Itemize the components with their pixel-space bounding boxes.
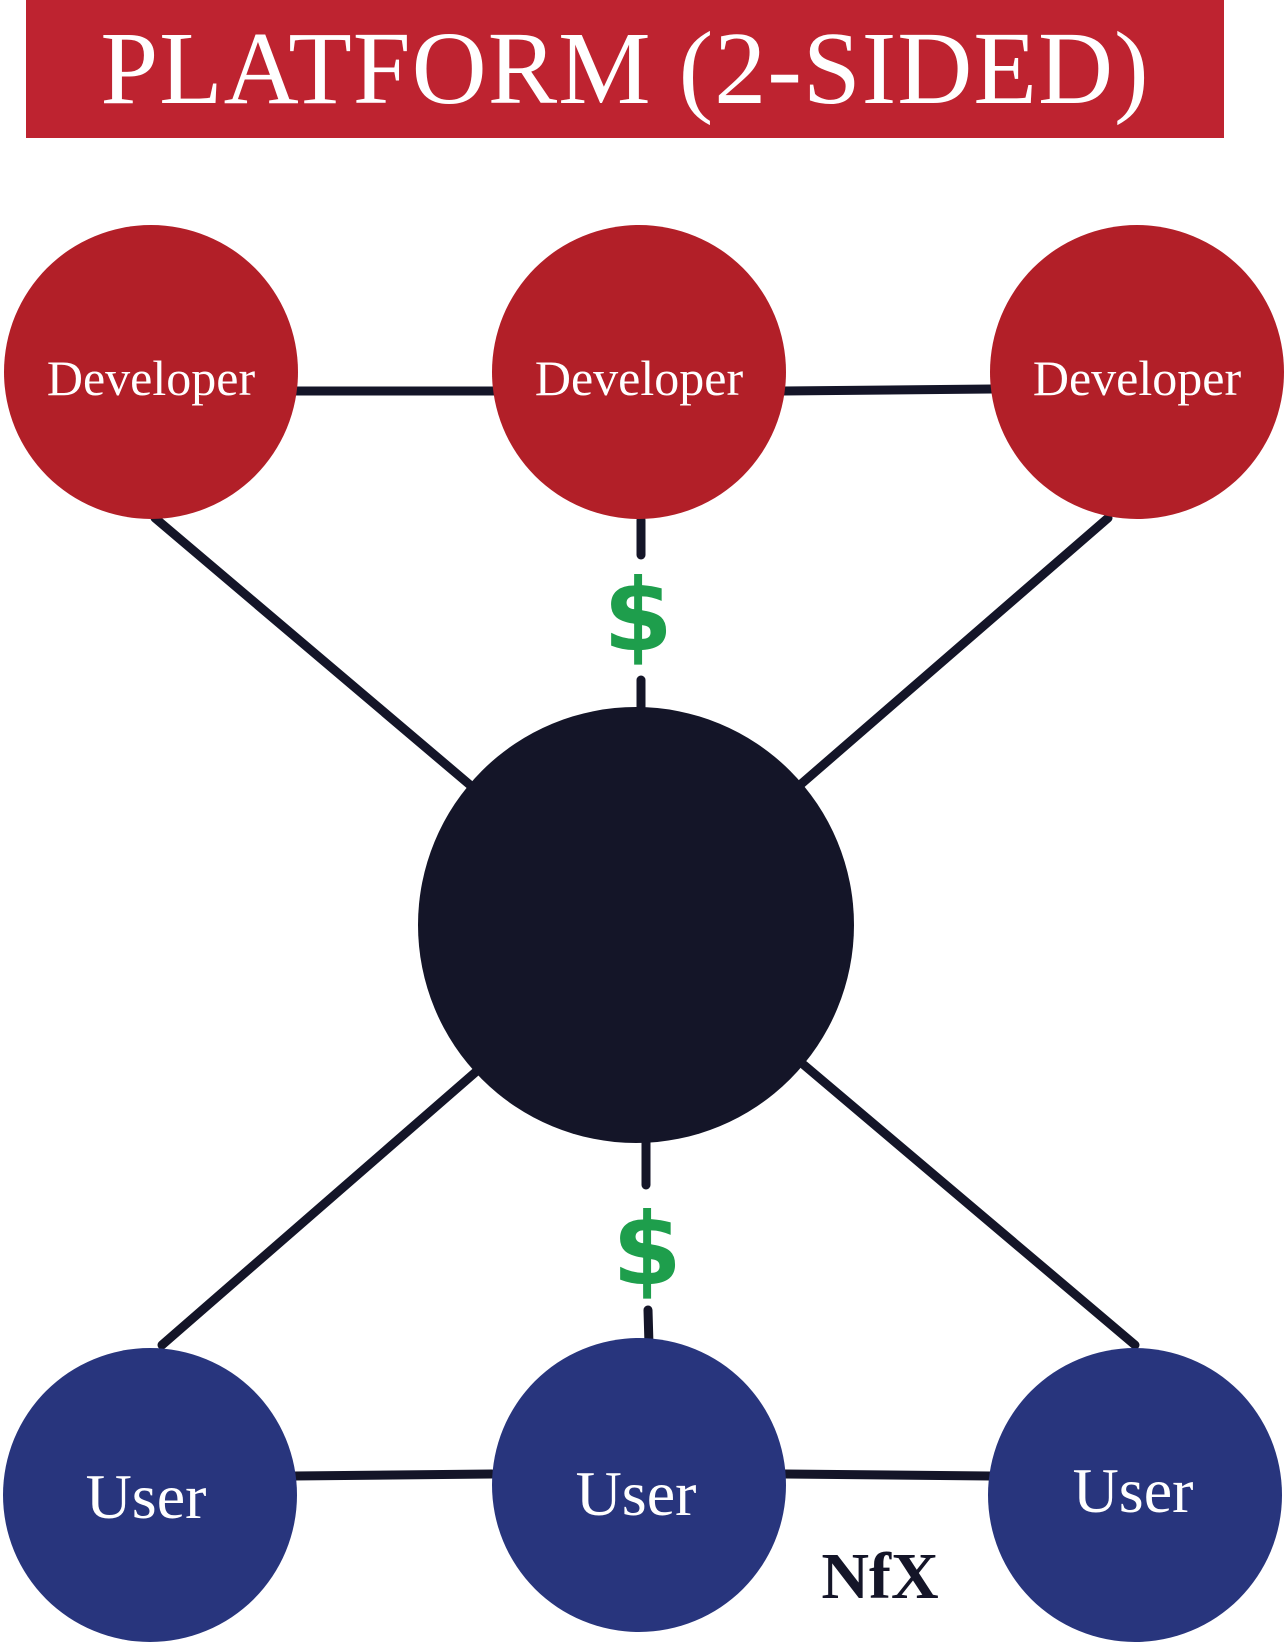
user-node: User xyxy=(3,1348,297,1642)
user-label: User xyxy=(1073,1455,1194,1526)
user-label: User xyxy=(86,1461,207,1532)
edge-user1-user2 xyxy=(289,1469,497,1481)
platform-node xyxy=(418,707,854,1143)
edge-dev3-platform xyxy=(795,513,1113,790)
developer-node: Developer xyxy=(492,225,786,519)
developer-node: Developer xyxy=(990,225,1284,519)
developer-label: Developer xyxy=(535,350,744,406)
edge-platform-user1 xyxy=(157,1065,483,1350)
edge-user2-user3 xyxy=(780,1469,995,1481)
user-node: User xyxy=(492,1338,786,1632)
developer-label: Developer xyxy=(47,350,256,406)
user-label: User xyxy=(576,1458,697,1529)
title-banner: PLATFORM (2-SIDED) xyxy=(26,0,1224,138)
edge-dev1-platform xyxy=(150,513,475,790)
developer-label: Developer xyxy=(1033,350,1242,406)
page-title: PLATFORM (2-SIDED) xyxy=(100,11,1150,126)
edge-platform-user3 xyxy=(799,1060,1140,1350)
edge-dev2-dev3 xyxy=(778,384,997,396)
developer-node: Developer xyxy=(4,225,298,519)
money-symbol: $ xyxy=(612,1191,682,1308)
nfx-logo: NfX xyxy=(821,1540,938,1613)
money-symbol: $ xyxy=(603,557,673,674)
user-node: User xyxy=(988,1348,1282,1642)
edges xyxy=(150,384,1140,1481)
